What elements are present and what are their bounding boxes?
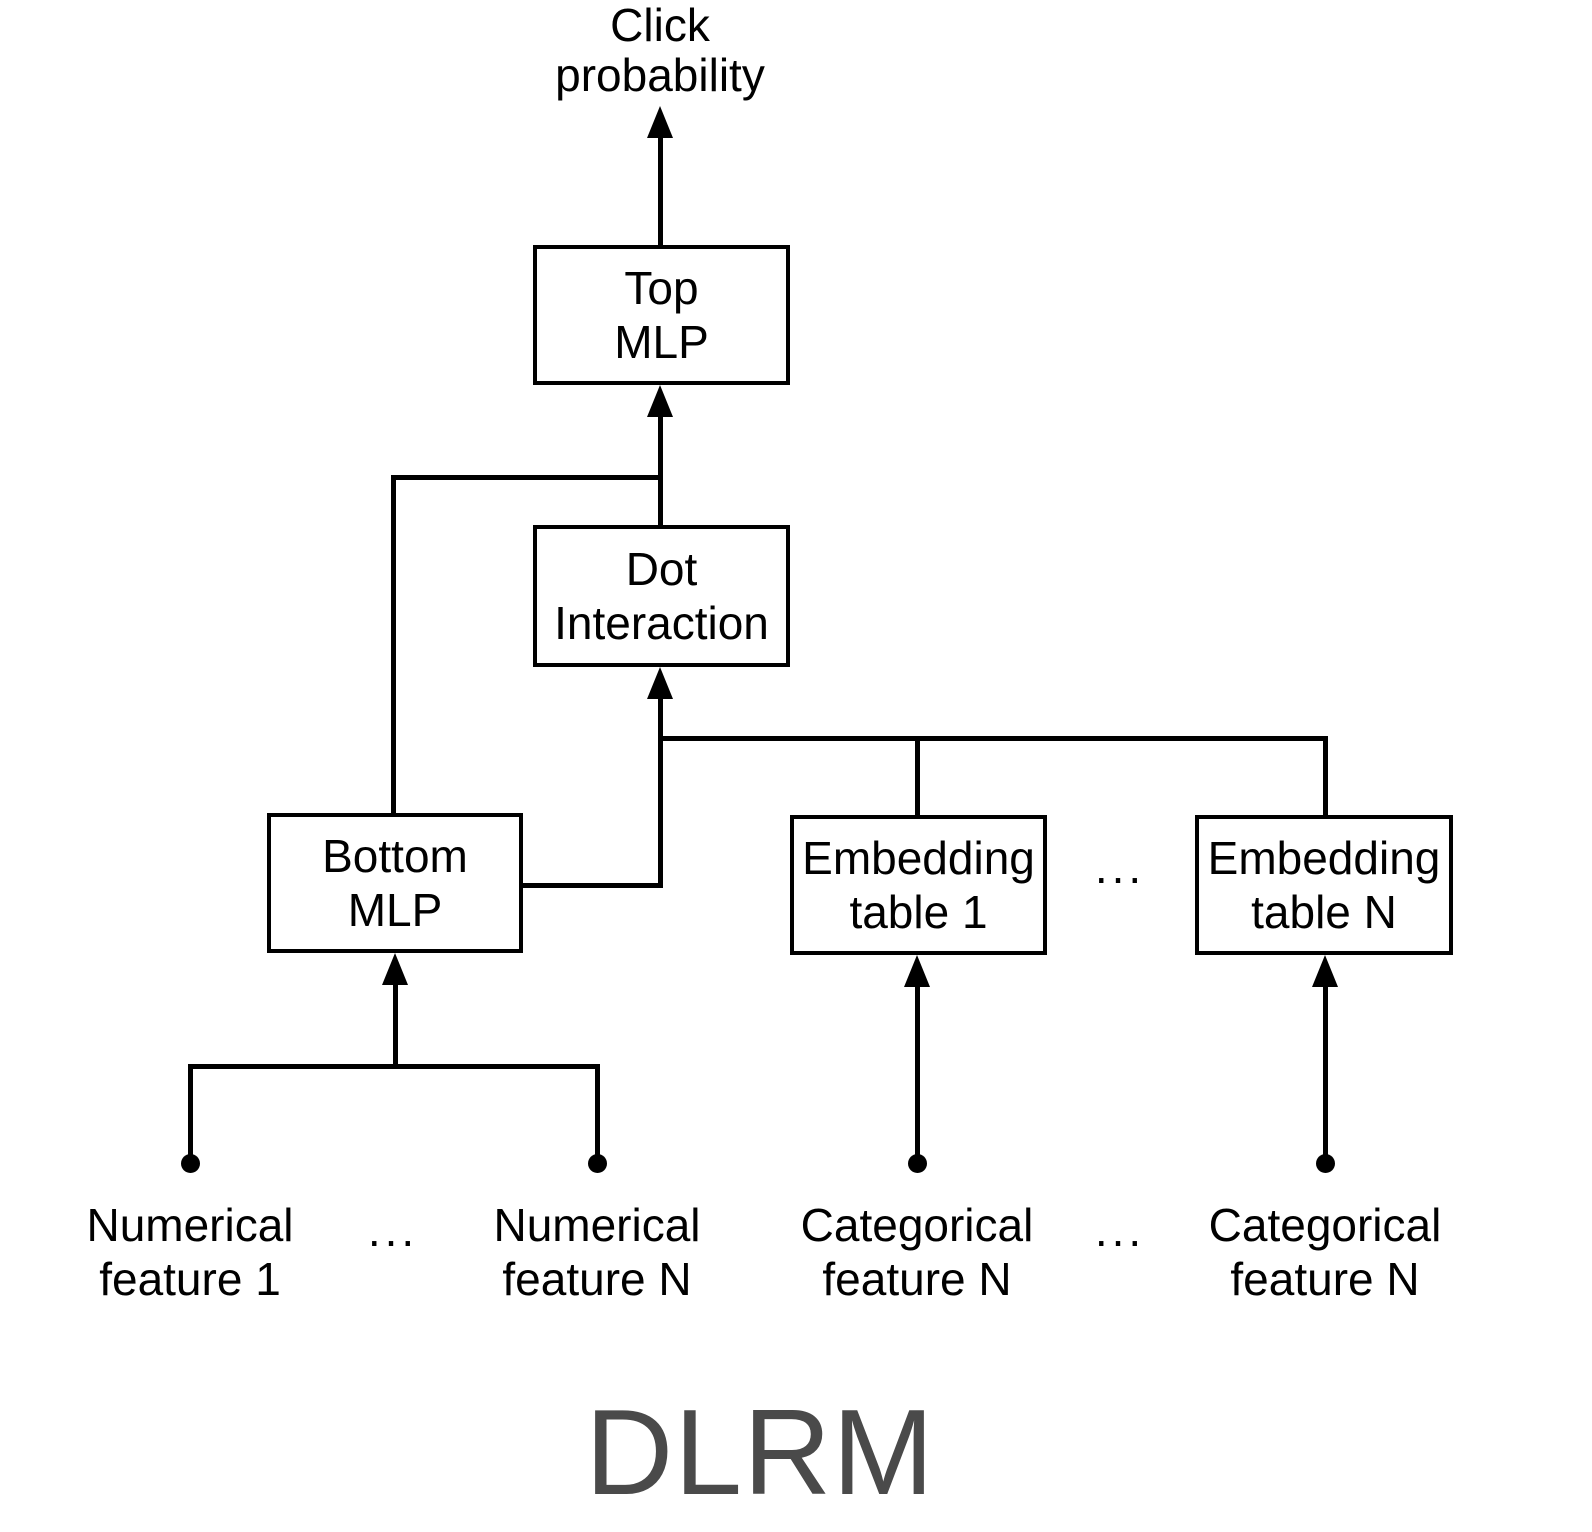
categorical-feature-n-terminal-dot	[1316, 1154, 1335, 1173]
categorical-feature-1-label-line1: Categorical	[800, 1199, 1034, 1251]
numerical-feature-n-terminal-dot	[588, 1154, 607, 1173]
categorical-feature-1-line	[915, 970, 920, 1158]
numerical-feature-n-line	[595, 1064, 600, 1158]
categorical-feature-n-label-line2: feature N	[1230, 1253, 1420, 1305]
categorical-ellipsis: ...	[1094, 1204, 1146, 1256]
numerical-feature-1-label: Numerical feature 1	[30, 1198, 350, 1306]
bottom-mlp-node: Bottom MLP	[267, 813, 523, 953]
bottom-mlp-input-arrow-line	[393, 963, 398, 1066]
click-probability-line2: probability	[555, 49, 765, 101]
categorical-feature-1-terminal-dot	[908, 1154, 927, 1173]
categorical-feature-n-line	[1323, 970, 1328, 1158]
top-mlp-node: Top MLP	[533, 245, 790, 385]
embedding-table-n-label-line2: table N	[1251, 886, 1397, 938]
numerical-feature-1-label-line1: Numerical	[86, 1199, 294, 1251]
embedding-table-n-output-line	[1323, 736, 1328, 815]
embedding-table-1-label-line1: Embedding	[802, 832, 1035, 884]
numerical-feature-n-label-line2: feature N	[502, 1253, 692, 1305]
numerical-feature-1-label-line2: feature 1	[99, 1253, 281, 1305]
dot-interaction-label-line1: Dot	[625, 543, 698, 595]
bottom-mlp-output-horizontal-line	[523, 883, 663, 888]
categorical-feature-1-label-line2: feature N	[822, 1253, 1012, 1305]
categorical-feature-n-label-line1: Categorical	[1208, 1199, 1442, 1251]
bottom-mlp-label-line1: Bottom	[322, 830, 468, 882]
dot-interaction-node: Dot Interaction	[533, 525, 790, 667]
click-probability-label: Click probability	[435, 0, 885, 100]
numerical-feature-1-line	[188, 1064, 193, 1158]
numerical-feature-n-label-line1: Numerical	[493, 1199, 701, 1251]
top-mlp-label-line2: MLP	[614, 316, 709, 368]
embedding-ellipsis: ...	[1094, 841, 1146, 893]
diagram-title: DLRM	[585, 1384, 935, 1520]
embedding-table-1-output-line	[915, 736, 920, 815]
click-probability-line1: Click	[610, 0, 710, 51]
embedding-table-n-label-line1: Embedding	[1207, 832, 1441, 884]
top-mlp-label-line1: Top	[624, 262, 699, 314]
output-arrow-line	[658, 118, 663, 245]
numerical-ellipsis: ...	[367, 1204, 419, 1256]
skip-connection-vertical-line	[391, 475, 396, 813]
dot-to-top-arrow-line	[658, 395, 663, 525]
dot-input-vertical-line	[658, 678, 663, 888]
embedding-table-n-node: Embedding table N	[1195, 815, 1453, 955]
categorical-feature-n-label: Categorical feature N	[1165, 1198, 1485, 1306]
dot-interaction-label-line2: Interaction	[554, 597, 769, 649]
categorical-feature-1-label: Categorical feature N	[757, 1198, 1077, 1306]
numerical-feature-n-label: Numerical feature N	[437, 1198, 757, 1306]
embedding-bus-horizontal-line	[658, 736, 1328, 741]
embedding-table-1-label-line2: table 1	[849, 886, 988, 938]
skip-connection-horizontal-line	[391, 475, 663, 480]
embedding-table-1-node: Embedding table 1	[790, 815, 1047, 955]
numerical-bus-horizontal-line	[188, 1064, 600, 1069]
bottom-mlp-label-line2: MLP	[347, 884, 443, 936]
numerical-feature-1-terminal-dot	[181, 1154, 200, 1173]
